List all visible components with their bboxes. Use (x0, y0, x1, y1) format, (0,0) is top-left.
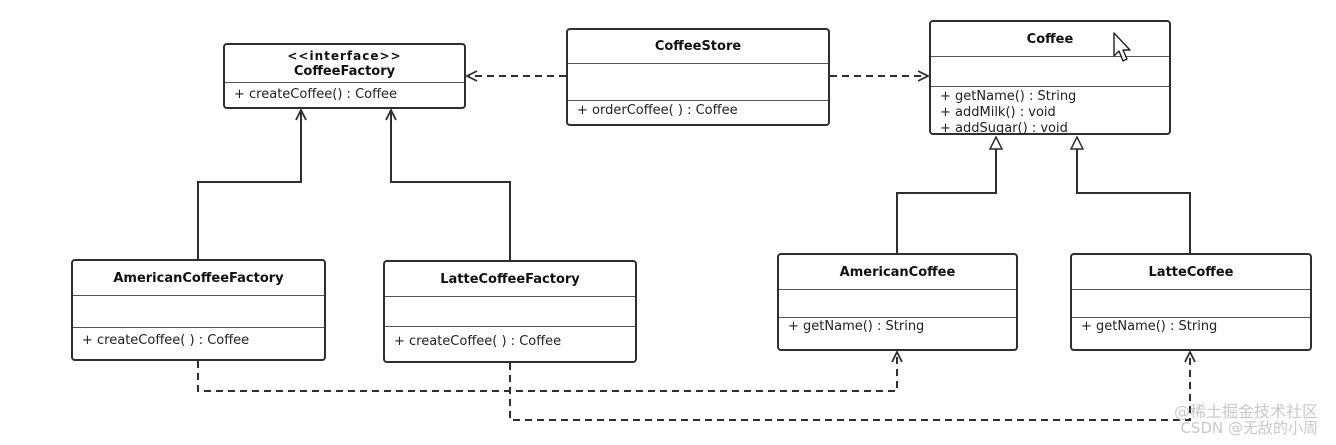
operation: + addMilk() : void (940, 105, 1056, 120)
class-american-coffee[interactable]: AmericanCoffee + getName() : String (777, 253, 1018, 351)
operations-compartment: + createCoffee() : Coffee (225, 83, 464, 103)
operation: + getName() : String (940, 89, 1077, 104)
class-name: AmericanCoffee (839, 264, 956, 280)
operation: + createCoffee( ) : Coffee (82, 333, 250, 348)
operations-compartment: + getName() : String (1072, 318, 1310, 335)
class-coffee-factory[interactable]: <<interface>> CoffeeFactory + createCoff… (223, 43, 466, 109)
attributes-compartment (779, 290, 1016, 318)
operations-compartment: + createCoffee( ) : Coffee (385, 327, 635, 350)
operation: + orderCoffee( ) : Coffee (577, 103, 738, 118)
watermark: @稀土掘金技术社区 CSDN @无敌的小周 (1174, 403, 1318, 437)
watermark-line-2: CSDN @无敌的小周 (1180, 419, 1318, 437)
stereotype-label: <<interface>> (287, 48, 402, 63)
realization-american-factory (197, 110, 301, 259)
inheritance-american-coffee (896, 137, 996, 253)
class-latte-coffee[interactable]: LatteCoffee + getName() : String (1070, 253, 1312, 351)
class-header: LatteCoffeeFactory (385, 262, 635, 297)
attributes-compartment (73, 296, 324, 328)
attributes-compartment (931, 57, 1169, 87)
operation: + createCoffee() : Coffee (234, 87, 398, 102)
watermark-line-1: @稀土掘金技术社区 (1173, 402, 1318, 421)
operation: + createCoffee( ) : Coffee (394, 334, 562, 349)
class-name: LatteCoffee (1148, 264, 1234, 280)
operation: + getName() : String (788, 319, 925, 334)
class-name: CoffeeStore (654, 39, 742, 54)
class-name: Coffee (1026, 31, 1074, 47)
operations-compartment: + getName() : String + addMilk() : void … (931, 87, 1169, 137)
class-header: <<interface>> CoffeeFactory (225, 45, 464, 83)
operations-compartment: + orderCoffee( ) : Coffee (568, 101, 828, 119)
class-header: LatteCoffee (1072, 255, 1310, 290)
operation: + addSugar() : void (940, 121, 1068, 136)
attributes-compartment (1072, 290, 1310, 318)
class-name: AmericanCoffeeFactory (113, 270, 284, 286)
class-header: CoffeeStore (568, 30, 828, 64)
class-name: LatteCoffeeFactory (440, 271, 580, 287)
operations-compartment: + createCoffee( ) : Coffee (73, 328, 324, 349)
class-american-coffee-factory[interactable]: AmericanCoffeeFactory + createCoffee( ) … (71, 259, 326, 361)
dependency-american-factory-to-american-coffee (197, 352, 897, 392)
operations-compartment: + getName() : String (779, 318, 1016, 335)
class-header: AmericanCoffee (779, 255, 1016, 290)
inheritance-latte-coffee (1077, 137, 1191, 253)
class-coffee[interactable]: Coffee + getName() : String + addMilk() … (929, 20, 1171, 137)
mouse-pointer-icon (1113, 32, 1131, 62)
attributes-compartment (568, 64, 828, 101)
class-latte-coffee-factory[interactable]: LatteCoffeeFactory + createCoffee( ) : C… (383, 260, 637, 363)
class-coffee-store[interactable]: CoffeeStore + orderCoffee( ) : Coffee (566, 28, 830, 126)
class-header: AmericanCoffeeFactory (73, 261, 324, 296)
attributes-compartment (385, 297, 635, 327)
realization-latte-factory (391, 110, 511, 260)
class-header: Coffee (931, 22, 1169, 57)
dependency-latte-factory-to-latte-coffee (509, 352, 1190, 421)
class-name: CoffeeFactory (293, 63, 396, 79)
operation: + getName() : String (1081, 319, 1218, 334)
